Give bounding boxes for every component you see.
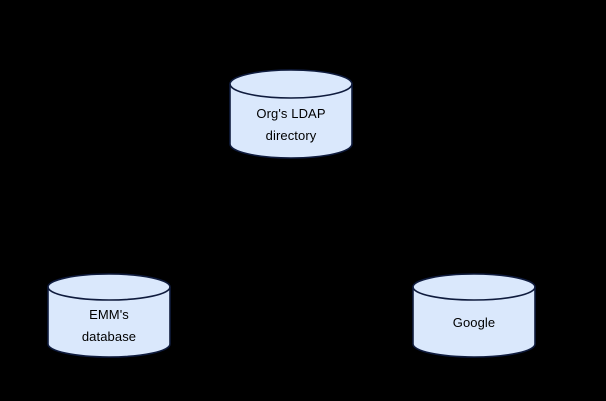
cylinder-node-google[interactable]: Google bbox=[412, 273, 536, 358]
cylinder-shape-icon bbox=[229, 69, 353, 159]
cylinder-node-emm[interactable]: EMM's database bbox=[47, 273, 171, 358]
cylinder-shape-icon bbox=[47, 273, 171, 358]
cylinder-node-ldap[interactable]: Org's LDAP directory bbox=[229, 69, 353, 159]
cylinder-shape-icon bbox=[412, 273, 536, 358]
